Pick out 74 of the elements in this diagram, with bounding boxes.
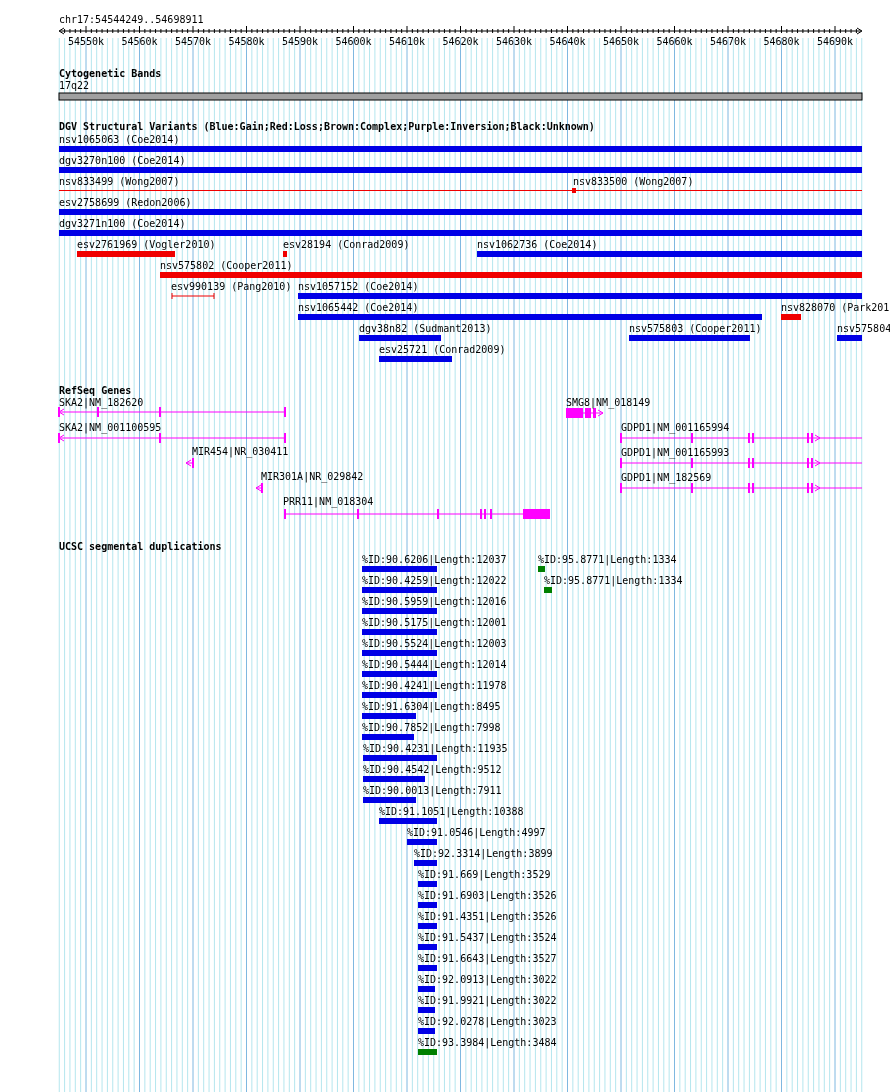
feature-label: %ID:90.5444|Length:12014 xyxy=(362,659,507,671)
feature-label: dgv38n82 (Sudmant2013) xyxy=(359,323,492,335)
feature-label: nsv575804 xyxy=(837,323,890,335)
feature-label: dgv3270n100 (Coe2014) xyxy=(59,155,186,167)
feature-label: nsv575802 (Cooper2011) xyxy=(160,260,293,272)
gene-label: GDPD1|NM_001165993 xyxy=(621,447,730,459)
feature-label: %ID:91.1051|Length:10388 xyxy=(379,806,524,818)
feature-label: nsv833500 (Wong2007) xyxy=(573,176,694,188)
feature-label: esv2758699 (Redon2006) xyxy=(59,197,192,209)
gene-label: PRR11|NM_018304 xyxy=(283,496,374,508)
band-name: 17q22 xyxy=(59,80,90,92)
feature-label: %ID:91.4351|Length:3526 xyxy=(418,911,557,923)
tick-label: 54640k xyxy=(549,36,586,48)
tick-label: 54660k xyxy=(656,36,693,48)
feature-label: %ID:90.4259|Length:12022 xyxy=(362,575,507,587)
feature-label: %ID:95.8771|Length:1334 xyxy=(544,575,683,587)
feature-label: %ID:91.6903|Length:3526 xyxy=(418,890,557,902)
tick-label: 54560k xyxy=(121,36,158,48)
feature-label: %ID:95.8771|Length:1334 xyxy=(538,554,677,566)
feature-label: nsv1057152 (Coe2014) xyxy=(298,281,419,293)
feature-label: %ID:91.5437|Length:3524 xyxy=(418,932,557,944)
gene-label: MIR301A|NR_029842 xyxy=(261,471,364,483)
tick-label: 54590k xyxy=(282,36,319,48)
feature-label: %ID:90.6206|Length:12037 xyxy=(362,554,507,566)
feature-label: %ID:90.5175|Length:12001 xyxy=(362,617,507,629)
feature-label: nsv1065063 (Coe2014) xyxy=(59,134,180,146)
feature-label: %ID:91.6643|Length:3527 xyxy=(418,953,557,965)
feature-label: nsv1062736 (Coe2014) xyxy=(477,239,598,251)
position-label: chr17:54544249..54698911 xyxy=(59,14,204,26)
feature-label: dgv3271n100 (Coe2014) xyxy=(59,218,186,230)
feature-label: %ID:90.4231|Length:11935 xyxy=(363,743,508,755)
feature-label: esv2761969 (Vogler2010) xyxy=(77,239,216,251)
tick-label: 54670k xyxy=(710,36,747,48)
track-title: UCSC segmental duplications xyxy=(59,541,222,553)
tick-label: 54570k xyxy=(175,36,212,48)
feature-label: nsv828070 (Park201 xyxy=(781,302,890,314)
tick-label: 54690k xyxy=(817,36,854,48)
feature-label: %ID:91.6304|Length:8495 xyxy=(362,701,501,713)
gene-label: GDPD1|NM_001165994 xyxy=(621,422,730,434)
feature-label: %ID:90.5959|Length:12016 xyxy=(362,596,507,608)
feature-label: esv28194 (Conrad2009) xyxy=(283,239,410,251)
tick-label: 54600k xyxy=(335,36,372,48)
feature-label: esv25721 (Conrad2009) xyxy=(379,344,506,356)
feature-label: %ID:90.4241|Length:11978 xyxy=(362,680,507,692)
track-title: Cytogenetic Bands xyxy=(59,68,162,80)
feature-label: nsv575803 (Cooper2011) xyxy=(629,323,762,335)
feature-label: %ID:92.3314|Length:3899 xyxy=(414,848,553,860)
feature-label: %ID:90.7852|Length:7998 xyxy=(362,722,501,734)
gene-label: SKA2|NM_182620 xyxy=(59,397,144,409)
feature-label: %ID:91.0546|Length:4997 xyxy=(407,827,546,839)
feature-label: %ID:90.5524|Length:12003 xyxy=(362,638,507,650)
track-title: RefSeq Genes xyxy=(59,385,132,397)
tick-label: 54620k xyxy=(442,36,479,48)
gene-label: SKA2|NM_001100595 xyxy=(59,422,162,434)
tick-label: 54650k xyxy=(603,36,640,48)
gene-label: MIR454|NR_030411 xyxy=(192,446,289,458)
feature-label: esv990139 (Pang2010) xyxy=(171,281,292,293)
feature-label: %ID:92.0278|Length:3023 xyxy=(418,1016,557,1028)
tick-label: 54680k xyxy=(763,36,800,48)
feature-label: %ID:90.0013|Length:7911 xyxy=(363,785,502,797)
feature-label: %ID:92.0913|Length:3022 xyxy=(418,974,557,986)
feature-label: nsv833499 (Wong2007) xyxy=(59,176,180,188)
gene-label: SMG8|NM_018149 xyxy=(566,397,651,409)
tick-label: 54580k xyxy=(228,36,265,48)
feature-label: %ID:91.9921|Length:3022 xyxy=(418,995,557,1007)
gene-label: GDPD1|NM_182569 xyxy=(621,472,712,484)
track-title: DGV Structural Variants (Blue:Gain;Red:Loss;Brown:Complex;Purple:Inversion;Black:Unknown) xyxy=(59,121,595,133)
feature-label: %ID:93.3984|Length:3484 xyxy=(418,1037,557,1049)
feature-label: %ID:90.4542|Length:9512 xyxy=(363,764,502,776)
tick-label: 54610k xyxy=(389,36,426,48)
feature-label: nsv1065442 (Coe2014) xyxy=(298,302,419,314)
feature-label: %ID:91.669|Length:3529 xyxy=(418,869,551,881)
tick-label: 54630k xyxy=(496,36,533,48)
tick-label: 54550k xyxy=(68,36,105,48)
